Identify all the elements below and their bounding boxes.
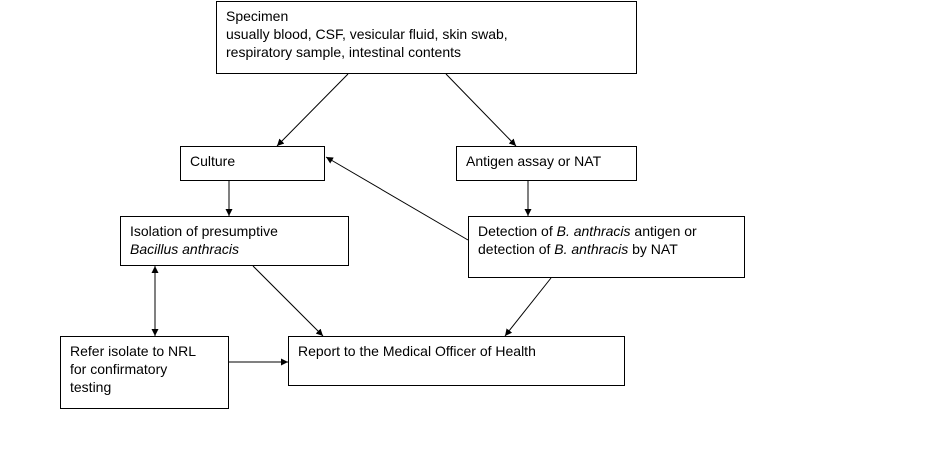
arrow-detection-to-culture (325, 156, 469, 241)
detection-line-2-c: by NAT (628, 241, 678, 257)
detection-line-2-a: detection of (478, 241, 555, 257)
antigen-label: Antigen assay or NAT (466, 153, 602, 169)
specimen-box: Specimen usually blood, CSF, vesicular f… (216, 1, 637, 74)
isolation-box: Isolation of presumptive Bacillus anthra… (120, 216, 349, 266)
isolation-line-2: Bacillus anthracis (130, 240, 339, 258)
antigen-box: Antigen assay or NAT (456, 146, 637, 181)
specimen-line-2: respiratory sample, intestinal contents (226, 44, 461, 60)
isolation-organism: Bacillus anthracis (130, 241, 239, 257)
detection-organism-2: B. anthracis (554, 241, 629, 257)
arrow-detection-to-report (504, 277, 552, 337)
refer-line-1: Refer isolate to NRL (70, 343, 197, 359)
detection-line-1-a: Detection of (478, 223, 557, 239)
detection-line-1-c: antigen or (630, 223, 697, 239)
detection-line-2: detection of B. anthracis by NAT (478, 240, 735, 258)
specimen-line-1: usually blood, CSF, vesicular fluid, ski… (226, 26, 508, 42)
arrow-specimen-to-culture (276, 73, 349, 147)
detection-organism-1: B. anthracis (556, 223, 631, 239)
detection-line-1: Detection of B. anthracis antigen or (478, 222, 735, 240)
report-label: Report to the Medical Officer of Health (298, 343, 536, 359)
culture-label: Culture (190, 153, 236, 169)
refer-box: Refer isolate to NRL for confirmatory te… (60, 336, 229, 409)
specimen-title: Specimen (226, 8, 289, 24)
report-box: Report to the Medical Officer of Health (288, 336, 625, 386)
refer-line-3: testing (70, 379, 112, 395)
detection-box: Detection of B. anthracis antigen or det… (468, 216, 745, 278)
arrow-isolation-to-report (252, 265, 324, 337)
isolation-line-1: Isolation of presumptive (130, 223, 278, 239)
culture-box: Culture (180, 146, 325, 181)
arrow-specimen-to-antigen (445, 73, 517, 147)
refer-line-2: for confirmatory (70, 361, 168, 377)
